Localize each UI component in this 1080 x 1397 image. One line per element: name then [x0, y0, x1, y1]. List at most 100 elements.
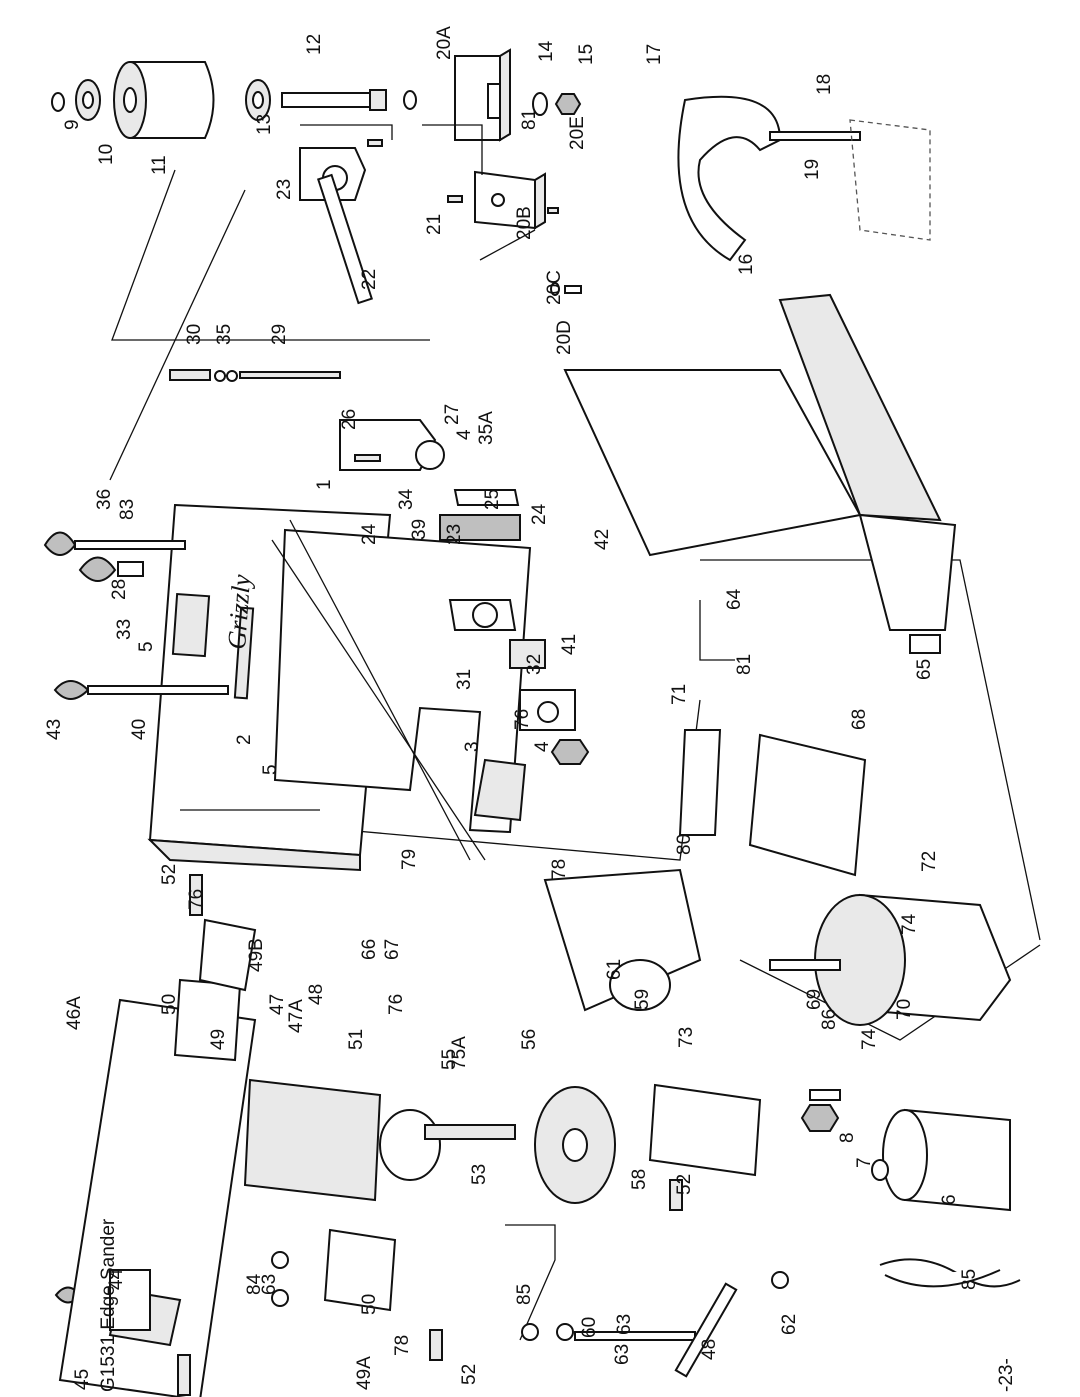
- part-callout-5: 5: [260, 764, 281, 775]
- part-callout-7: 7: [854, 1157, 875, 1168]
- part-callout-20D: 20D: [554, 320, 575, 355]
- part-callout-81: 81: [519, 109, 540, 130]
- part-callout-72: 72: [919, 851, 940, 872]
- part-callout-52: 52: [674, 1174, 695, 1195]
- part-callout-70: 70: [894, 999, 915, 1020]
- part-callout-40: 40: [129, 719, 150, 740]
- page-number: -23-: [996, 1358, 1017, 1392]
- part-callout-44: 44: [106, 1268, 127, 1290]
- part-callout-41: 41: [559, 634, 580, 655]
- part-callout-81: 81: [734, 654, 755, 675]
- part-callout-24: 24: [529, 503, 550, 525]
- brand-plate-logo: Grizzly: [222, 573, 256, 650]
- part-callout-20B: 20B: [514, 206, 535, 240]
- part-callout-49B: 49B: [246, 938, 267, 972]
- part-callout-48: 48: [306, 984, 327, 1005]
- part-callout-36: 36: [94, 489, 115, 510]
- part-callout-45: 45: [72, 1369, 93, 1390]
- part-callout-63: 63: [612, 1344, 633, 1365]
- part-callout-67: 67: [382, 939, 403, 960]
- part-callout-79: 79: [399, 849, 420, 870]
- part-callout-53: 53: [469, 1164, 490, 1185]
- part-callout-1: 1: [314, 479, 335, 490]
- part-callout-61: 61: [604, 959, 625, 980]
- part-callout-34: 34: [396, 488, 417, 510]
- part-callout-75A: 75A: [449, 1036, 470, 1070]
- part-callout-14: 14: [536, 40, 557, 62]
- part-callout-64: 64: [724, 588, 745, 610]
- part-callout-17: 17: [644, 44, 665, 65]
- part-callout-16: 16: [736, 254, 757, 275]
- part-callout-20C: 20C: [544, 270, 565, 305]
- part-callout-42: 42: [592, 529, 613, 550]
- part-callout-10: 10: [96, 144, 117, 165]
- part-callout-39: 39: [409, 519, 430, 540]
- part-callout-33: 33: [114, 619, 135, 640]
- part-callout-74: 74: [859, 1028, 880, 1050]
- part-callout-29: 29: [269, 324, 290, 345]
- part-callout-85: 85: [959, 1269, 980, 1290]
- part-callout-76: 76: [512, 709, 533, 730]
- part-callout-47: 47: [267, 994, 288, 1015]
- part-callout-52: 52: [159, 864, 180, 885]
- part-callout-78: 78: [392, 1335, 413, 1356]
- knobs: [43, 531, 229, 1304]
- bed-and-frame: [147, 503, 532, 872]
- model-footer: G1531 Edge Sander: [98, 1218, 119, 1392]
- tension-assembly: [169, 173, 590, 765]
- part-callout-28: 28: [109, 579, 130, 600]
- table-and-miter: [58, 874, 789, 1397]
- part-callout-4: 4: [454, 429, 475, 440]
- part-callout-49A: 49A: [354, 1356, 375, 1390]
- part-callout-12: 12: [304, 34, 325, 55]
- part-callout-31: 31: [454, 669, 475, 690]
- part-callout-19: 19: [802, 159, 823, 180]
- part-callout-23: 23: [274, 179, 295, 200]
- part-callout-50: 50: [359, 1294, 380, 1315]
- part-callout-50: 50: [159, 994, 180, 1015]
- part-callout-30: 30: [184, 324, 205, 345]
- part-callout-32: 32: [524, 654, 545, 675]
- part-callout-85: 85: [514, 1284, 535, 1305]
- part-callout-69: 69: [804, 989, 825, 1010]
- part-callout-80: 80: [674, 834, 695, 855]
- part-callout-71: 71: [669, 684, 690, 705]
- part-callout-27: 27: [442, 404, 463, 425]
- part-callout-63: 63: [259, 1274, 280, 1295]
- part-callout-60: 60: [579, 1317, 600, 1338]
- part-callout-35A: 35A: [476, 411, 497, 445]
- part-callout-35: 35: [214, 324, 235, 345]
- part-callout-22: 22: [359, 269, 380, 290]
- part-callout-25: 25: [482, 489, 503, 510]
- part-callout-66: 66: [359, 939, 380, 960]
- part-callout-58: 58: [629, 1169, 650, 1190]
- part-callout-62: 62: [779, 1314, 800, 1335]
- part-callout-4: 4: [532, 741, 553, 752]
- part-callout-46A: 46A: [64, 996, 85, 1030]
- part-callout-3: 3: [462, 741, 483, 752]
- part-callout-47A: 47A: [286, 999, 307, 1033]
- part-callout-73: 73: [676, 1027, 697, 1048]
- guards-and-motor: [543, 95, 1021, 1288]
- drum-shaft-assembly: [51, 48, 582, 296]
- part-callout-9: 9: [62, 119, 83, 130]
- part-callout-11: 11: [149, 155, 170, 175]
- part-callout-55: 55: [439, 1049, 460, 1070]
- part-callout-13: 13: [254, 114, 275, 135]
- part-callout-18: 18: [814, 74, 835, 95]
- part-callout-15: 15: [576, 44, 597, 65]
- part-callout-84: 84: [244, 1273, 265, 1295]
- part-callout-65: 65: [914, 659, 935, 680]
- part-callout-43: 43: [44, 719, 65, 740]
- part-callout-24: 24: [359, 523, 380, 545]
- part-callout-76: 76: [386, 994, 407, 1015]
- assembly-leader-lines: [109, 124, 1041, 1341]
- part-callout-5: 5: [136, 641, 157, 652]
- part-callout-76: 76: [186, 889, 207, 910]
- part-callout-52: 52: [459, 1364, 480, 1385]
- part-callout-48: 48: [699, 1339, 720, 1360]
- part-callout-63: 63: [614, 1314, 635, 1335]
- part-callout-23: 23: [444, 524, 465, 545]
